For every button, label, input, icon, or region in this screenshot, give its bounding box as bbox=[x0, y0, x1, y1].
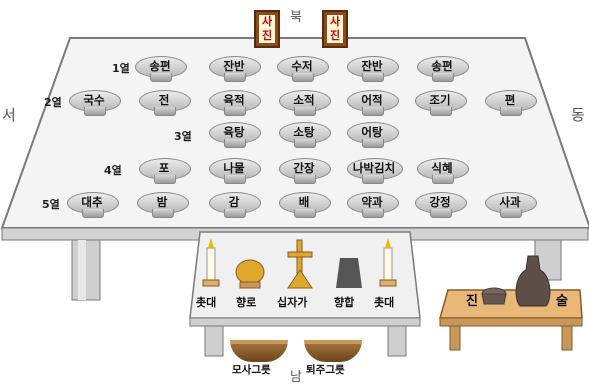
food-plate: 나물 bbox=[206, 155, 262, 185]
food-plate: 대추 bbox=[64, 189, 120, 219]
row-label: 5열 bbox=[42, 196, 60, 212]
food-plate: 조기 bbox=[412, 87, 468, 117]
food-label: 식혜 bbox=[414, 160, 470, 176]
food-plate: 소적 bbox=[276, 87, 332, 117]
food-label: 배 bbox=[276, 194, 332, 210]
food-label: 송편 bbox=[132, 58, 188, 74]
food-label: 수저 bbox=[274, 58, 330, 74]
food-label: 잔반 bbox=[344, 58, 400, 74]
food-plate: 어적 bbox=[344, 87, 400, 117]
food-plate: 편 bbox=[482, 87, 538, 117]
food-plate: 육탕 bbox=[206, 119, 262, 149]
food-label: 포 bbox=[136, 160, 192, 176]
food-plate: 국수 bbox=[66, 87, 122, 117]
food-plate: 전 bbox=[136, 87, 192, 117]
food-label: 편 bbox=[482, 92, 538, 108]
food-label: 국수 bbox=[66, 92, 122, 108]
food-label: 송편 bbox=[414, 58, 470, 74]
food-label: 육적 bbox=[206, 92, 262, 108]
direction-west: 서 bbox=[2, 104, 16, 125]
side-table-label: 술 bbox=[556, 290, 568, 309]
food-label: 어탕 bbox=[344, 124, 400, 140]
incense-box-label: 향합 bbox=[334, 294, 354, 310]
food-plate: 배 bbox=[276, 189, 332, 219]
incense-burner-label: 향로 bbox=[236, 294, 256, 310]
food-plate: 어탕 bbox=[344, 119, 400, 149]
food-plate: 간장 bbox=[276, 155, 332, 185]
food-plate: 잔반 bbox=[344, 53, 400, 83]
food-plate: 수저 bbox=[274, 53, 330, 83]
cross-label: 십자가 bbox=[277, 294, 307, 310]
row-label: 4열 bbox=[104, 162, 122, 178]
toeju-bowl-label: 퇴주그릇 bbox=[306, 362, 345, 377]
candle-label: 촛대 bbox=[374, 294, 394, 310]
photo-label: 사진 bbox=[259, 15, 275, 43]
food-plate: 사과 bbox=[482, 189, 538, 219]
food-plate: 육적 bbox=[206, 87, 262, 117]
food-plate: 밤 bbox=[134, 189, 190, 219]
row-label: 3열 bbox=[174, 128, 192, 144]
food-label: 잔반 bbox=[206, 58, 262, 74]
food-plate: 소탕 bbox=[276, 119, 332, 149]
mosa-bowl-label: 모사그릇 bbox=[232, 362, 271, 377]
food-label: 감 bbox=[206, 194, 262, 210]
food-label: 소탕 bbox=[276, 124, 332, 140]
food-label: 육탕 bbox=[206, 124, 262, 140]
food-label: 전 bbox=[136, 92, 192, 108]
direction-north: 북 bbox=[290, 6, 302, 25]
food-label: 밤 bbox=[134, 194, 190, 210]
food-plate: 강정 bbox=[412, 189, 468, 219]
food-label: 약과 bbox=[344, 194, 400, 210]
food-label: 사과 bbox=[482, 194, 538, 210]
photo-frame: 사진 bbox=[254, 10, 280, 48]
food-label: 어적 bbox=[344, 92, 400, 108]
food-plate: 나박김치 bbox=[344, 155, 404, 185]
food-plate: 포 bbox=[136, 155, 192, 185]
direction-south: 남 bbox=[290, 366, 302, 385]
food-label: 대추 bbox=[64, 194, 120, 210]
direction-east: 동 bbox=[571, 104, 585, 125]
photo-label: 사진 bbox=[327, 15, 343, 43]
food-plate: 감 bbox=[206, 189, 262, 219]
food-label: 나물 bbox=[206, 160, 262, 176]
food-plate: 송편 bbox=[414, 53, 470, 83]
food-label: 강정 bbox=[412, 194, 468, 210]
photo-frame: 사진 bbox=[322, 10, 348, 48]
side-table-label: 진 bbox=[466, 290, 478, 309]
food-plate: 송편 bbox=[132, 53, 188, 83]
food-label: 나박김치 bbox=[344, 160, 404, 176]
food-label: 간장 bbox=[276, 160, 332, 176]
row-label: 2열 bbox=[44, 94, 62, 110]
food-plate: 잔반 bbox=[206, 53, 262, 83]
food-label: 소적 bbox=[276, 92, 332, 108]
row-label: 1열 bbox=[112, 60, 130, 76]
food-plate: 약과 bbox=[344, 189, 400, 219]
food-plate: 식혜 bbox=[414, 155, 470, 185]
food-label: 조기 bbox=[412, 92, 468, 108]
candle-label: 촛대 bbox=[196, 294, 216, 310]
